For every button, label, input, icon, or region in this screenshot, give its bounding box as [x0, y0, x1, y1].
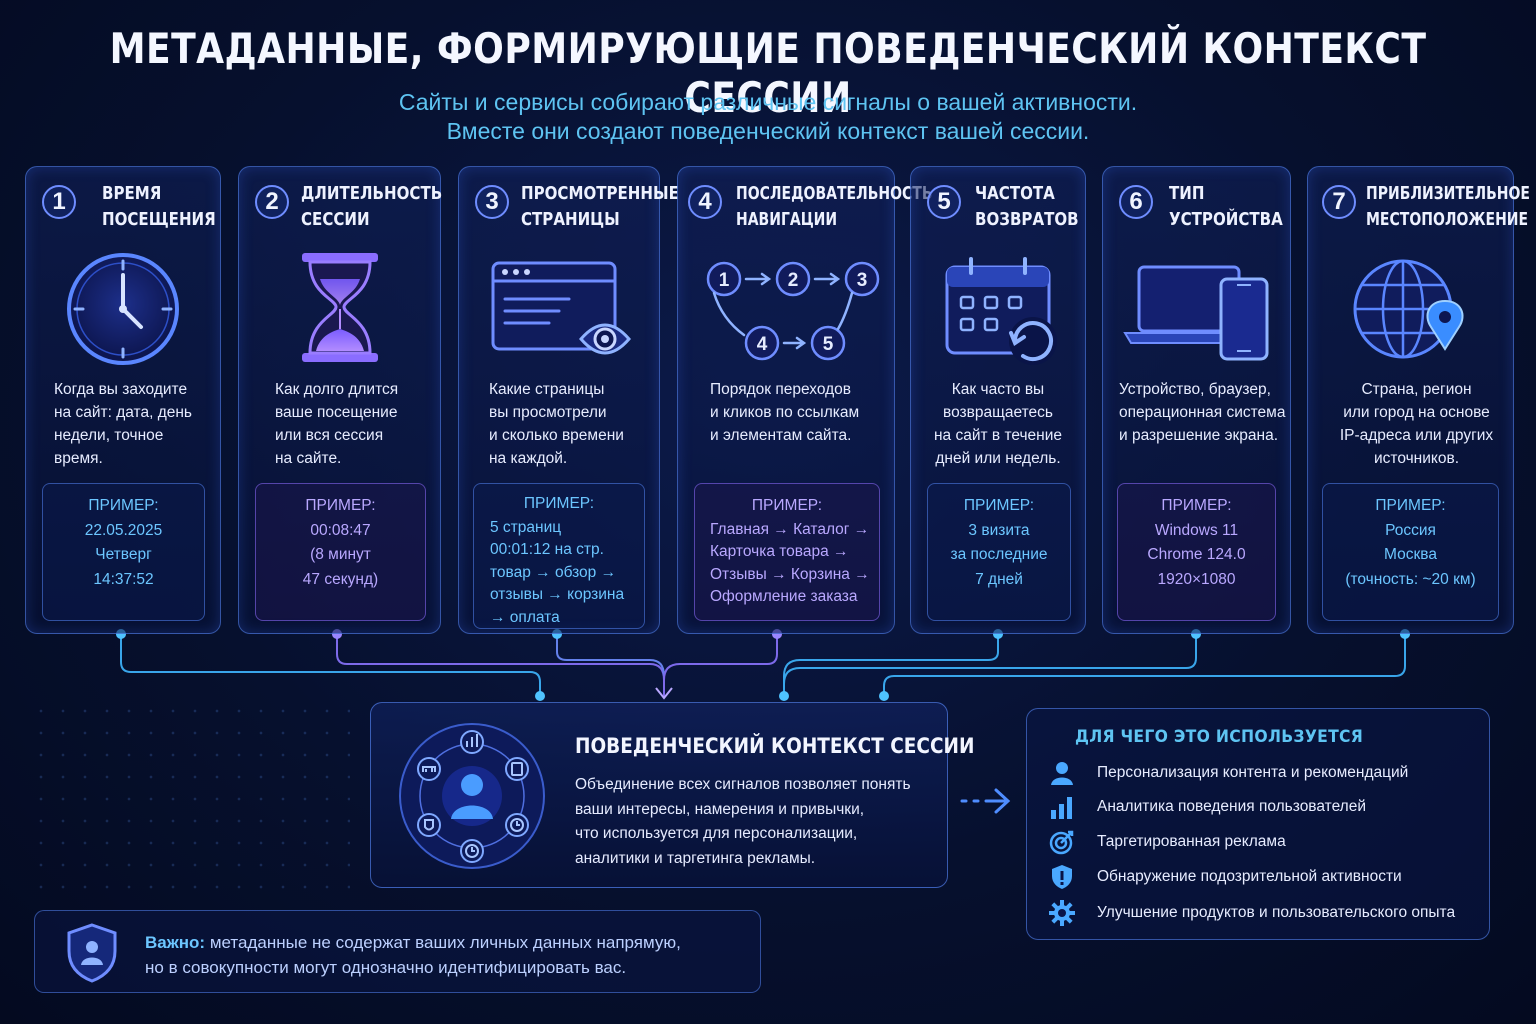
card-title: ПРИБЛИЗИТЕЛЬНОЕ МЕСТОПОЛОЖЕНИЕ [1366, 184, 1530, 230]
shield-user-icon [65, 923, 119, 983]
target-icon [1047, 827, 1077, 857]
card-return-frequency: 5 ЧАСТОТА ВОЗВРАТОВ Как часто вы возвращ… [910, 166, 1086, 634]
session-context-panel: ПОВЕДЕНЧЕСКИЙ КОНТЕКСТ СЕССИИ Объединени… [370, 702, 974, 888]
card-title: ЧАСТОТА ВОЗВРАТОВ [975, 184, 1079, 230]
note-line-1: метаданные не содержат ваших личных данн… [209, 933, 681, 952]
card-description: Как долго длится ваше посещение или вся … [275, 381, 399, 467]
user-icon [1047, 758, 1077, 788]
uses-panel: ДЛЯ ЧЕГО ЭТО ИСПОЛЬЗУЕТСЯ Персонализация… [1026, 708, 1490, 940]
use-item: Обнаружение подозрительной активности [1047, 862, 1477, 892]
navigation-flow-icon: 1 2 3 4 5 [678, 249, 894, 369]
gear-icon [1047, 898, 1077, 928]
card-example: ПРИМЕР: Главная → Каталог → Карточка тов… [694, 483, 880, 621]
example-label: ПРИМЕР: [1375, 497, 1446, 514]
example-value: Россия Москва (точность: ~20 км) [1345, 521, 1476, 588]
card-session-duration: 2 ДЛИТЕЛЬНОСТЬ СЕССИИ Как долго длится в… [238, 166, 443, 634]
card-description: Как часто вы возвращаетесь на сайт в теч… [933, 381, 1063, 467]
card-description: Какие страницы вы просмотрели и сколько … [489, 381, 624, 467]
card-example: ПРИМЕР: 00:08:47 (8 минут 47 секунд) [255, 483, 426, 621]
card-navigation-sequence: 4 ПОСЛЕДОВАТЕЛЬНОСТЬ НАВИГАЦИИ 1 2 3 4 5… [677, 166, 933, 634]
card-number: 6 [1119, 185, 1153, 219]
note-text: Важно: метаданные не содержат ваших личн… [145, 930, 681, 980]
flow-node-2: 2 [788, 270, 799, 291]
note-line-2: но в совокупности могут однозначно идент… [145, 958, 627, 977]
page-subtitle: Сайты и сервисы собирают различные сигна… [0, 88, 1536, 146]
example-value: Главная → Каталог → Карточка товара → От… [710, 520, 870, 606]
card-visit-time: 1 ВРЕМЯ ПОСЕЩЕНИЯ Когда вы заходите на с… [25, 166, 221, 634]
flow-node-1: 1 [719, 270, 730, 291]
shield-alert-icon [1047, 862, 1077, 892]
important-note: Важно: метаданные не содержат ваших личн… [34, 910, 761, 993]
example-label: ПРИМЕР: [523, 495, 595, 512]
card-number: 4 [688, 185, 722, 219]
card-number: 7 [1322, 185, 1356, 219]
card-number: 5 [927, 185, 961, 219]
use-item-label: Таргетированная реклама [1097, 833, 1286, 850]
subtitle-line-1: Сайты и сервисы собирают различные сигна… [398, 89, 1138, 115]
example-value: 5 страниц 00:01:12 на стр. товар → обзор… [490, 518, 625, 626]
background-dot-grid [30, 700, 350, 900]
card-number: 1 [42, 185, 76, 219]
example-value: Windows 11 Chrome 124.0 1920×1080 [1147, 521, 1246, 588]
user-signals-icon [397, 721, 547, 871]
note-bold: Важно: [145, 933, 206, 952]
example-value: 3 визита за последние 7 дней [950, 521, 1048, 588]
use-item: Персонализация контента и рекомендаций [1047, 758, 1477, 788]
card-title: ПРОСМОТРЕННЫЕ СТРАНИЦЫ [521, 184, 679, 230]
card-example: ПРИМЕР: 5 страниц 00:01:12 на стр. товар… [473, 483, 645, 629]
hourglass-icon [239, 249, 440, 369]
example-label: ПРИМЕР: [963, 497, 1035, 514]
use-item-label: Аналитика поведения пользователей [1097, 798, 1367, 815]
use-item-label: Обнаружение подозрительной активности [1097, 868, 1402, 885]
card-example: ПРИМЕР: 22.05.2025 Четверг 14:37:52 [42, 483, 205, 621]
calendar-refresh-icon [911, 249, 1085, 369]
example-label: ПРИМЕР: [305, 497, 376, 514]
card-number: 2 [255, 185, 289, 219]
card-title: ДЛИТЕЛЬНОСТЬ СЕССИИ [301, 184, 443, 230]
card-title: ПОСЛЕДОВАТЕЛЬНОСТЬ НАВИГАЦИИ [736, 184, 933, 230]
use-item: Таргетированная реклама [1047, 827, 1477, 857]
flow-node-4: 4 [757, 334, 768, 355]
card-number: 3 [475, 185, 509, 219]
card-description: Порядок переходов и кликов по ссылкам и … [710, 381, 860, 444]
card-viewed-pages: 3 ПРОСМОТРЕННЫЕ СТРАНИЦЫ Какие страницы … [458, 166, 679, 634]
use-item: Аналитика поведения пользователей [1047, 792, 1477, 822]
use-item: Улучшение продуктов и пользовательского … [1047, 898, 1477, 928]
example-label: ПРИМЕР: [1161, 497, 1232, 514]
card-title: ВРЕМЯ ПОСЕЩЕНИЯ [102, 184, 216, 230]
uses-title: ДЛЯ ЧЕГО ЭТО ИСПОЛЬЗУЕТСЯ [1075, 727, 1364, 747]
card-example: ПРИМЕР: 3 визита за последние 7 дней [927, 483, 1071, 621]
card-example: ПРИМЕР: Россия Москва (точность: ~20 км) [1322, 483, 1499, 621]
subtitle-line-2: Вместе они создают поведенческий контекс… [446, 118, 1090, 144]
page-title: МЕТАДАННЫЕ, ФОРМИРУЮЩИЕ ПОВЕДЕНЧЕСКИЙ КО… [109, 24, 1427, 122]
card-approx-location: 7 ПРИБЛИЗИТЕЛЬНОЕ МЕСТОПОЛОЖЕНИЕ Страна,… [1307, 166, 1530, 634]
bar-chart-icon [1047, 792, 1077, 822]
globe-pin-icon [1308, 249, 1513, 369]
example-value: 22.05.2025 Четверг 14:37:52 [84, 521, 163, 588]
example-value: 00:08:47 (8 минут 47 секунд) [302, 521, 379, 588]
use-item-label: Улучшение продуктов и пользовательского … [1097, 904, 1456, 921]
clock-icon [26, 249, 220, 369]
card-example: ПРИМЕР: Windows 11 Chrome 124.0 1920×108… [1117, 483, 1276, 621]
browser-eye-icon [459, 249, 659, 369]
card-description: Когда вы заходите на сайт: дата, день не… [54, 381, 193, 467]
card-description: Устройство, браузер, операционная систем… [1119, 381, 1286, 444]
example-label: ПРИМЕР: [751, 497, 823, 514]
flow-node-5: 5 [823, 334, 834, 355]
example-label: ПРИМЕР: [88, 497, 159, 514]
card-title: ТИП УСТРОЙСТВА [1169, 184, 1283, 230]
card-description: Страна, регион или город на основе IP-ад… [1339, 381, 1494, 467]
context-title: ПОВЕДЕНЧЕСКИЙ КОНТЕКСТ СЕССИИ [575, 734, 975, 758]
context-description: Объединение всех сигналов позволяет поня… [575, 776, 911, 867]
use-item-label: Персонализация контента и рекомендаций [1097, 764, 1409, 781]
card-device-type: 6 ТИП УСТРОЙСТВА Устройство, браузер, оп… [1102, 166, 1291, 634]
laptop-phone-icon [1103, 249, 1290, 369]
flow-node-3: 3 [857, 270, 868, 291]
